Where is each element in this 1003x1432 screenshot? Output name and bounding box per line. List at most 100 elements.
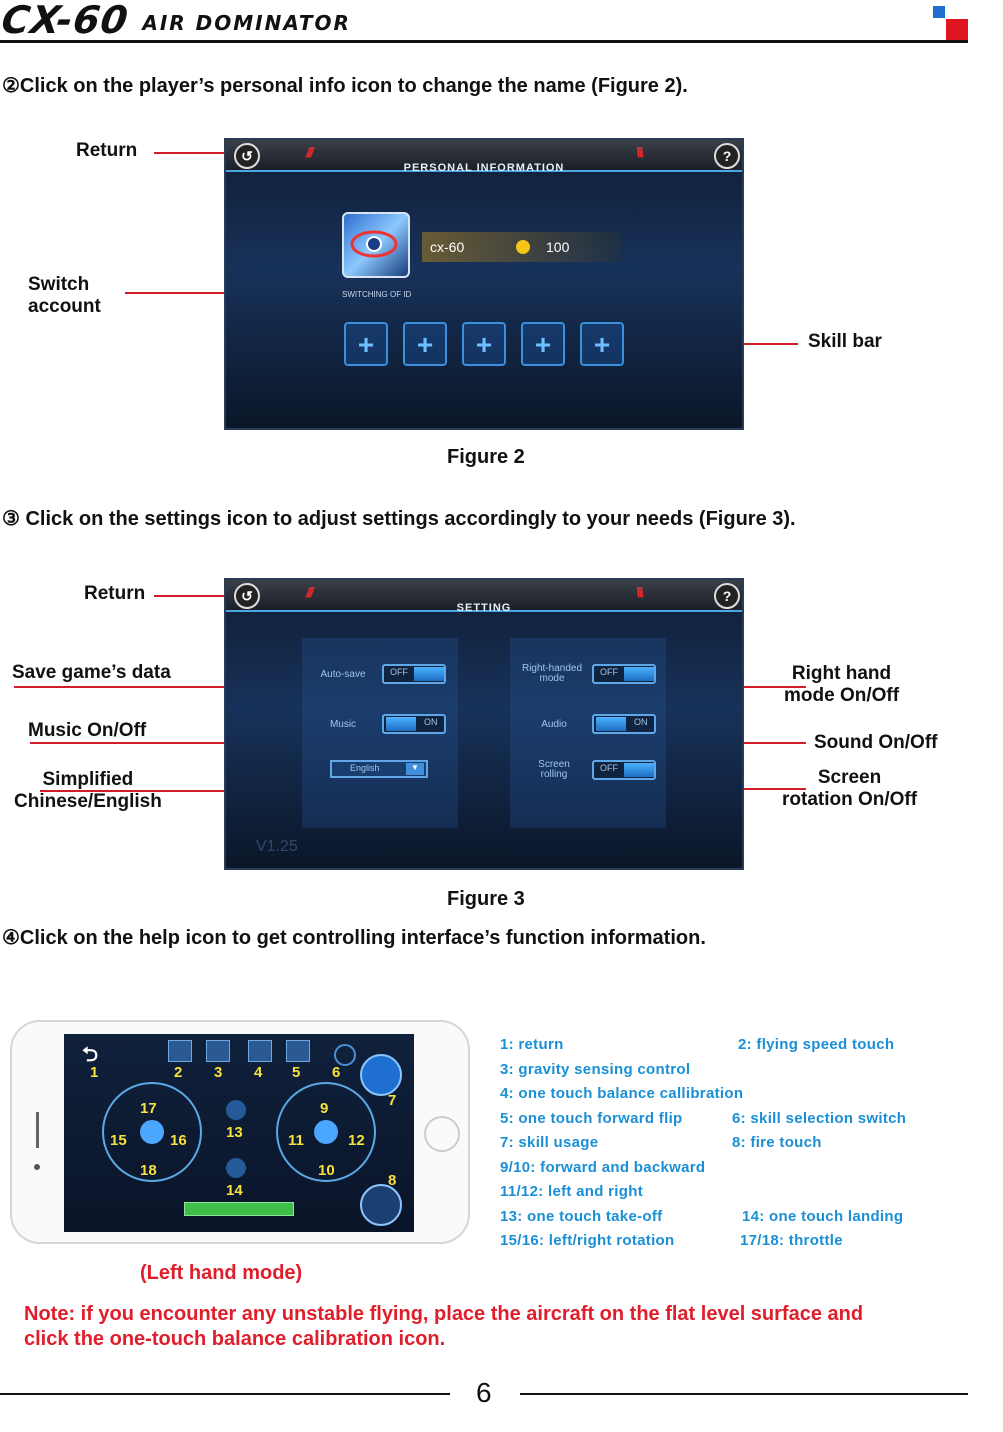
switch-account-label: Switch account (28, 274, 101, 317)
step4-instruction: ④Click on the help icon to get controlli… (2, 927, 706, 949)
screen-topbar (226, 140, 742, 172)
controller-screen: ⮌ 1 2 3 4 5 6 7 8 9 10 11 12 13 14 15 16… (64, 1034, 414, 1232)
return-label-fig3: Return (84, 583, 146, 604)
legend-item: 3: gravity sensing control (500, 1060, 691, 1078)
brand-subtitle: AIR DOMINATOR (142, 11, 351, 35)
player-info-bar: cx-60 100 (422, 232, 622, 262)
skill-slot-3[interactable]: + (462, 322, 506, 366)
slash-decoration: \\\ (636, 144, 644, 160)
legend-item: 11/12: left and right (500, 1183, 643, 1200)
marker-2: 2 (174, 1064, 183, 1081)
note-line-2: click the one-touch balance calibration … (24, 1328, 446, 1350)
help-icon[interactable]: ? (714, 143, 740, 169)
step2-instruction: ②Click on the player’s personal info ico… (2, 75, 688, 97)
slash-decoration: /// (306, 584, 314, 600)
switch-id-link[interactable]: SWITCHING OF ID (342, 290, 412, 299)
marker-3: 3 (214, 1064, 223, 1081)
page-number: 6 (476, 1377, 492, 1408)
marker-4: 4 (254, 1064, 263, 1081)
marker-1: 1 (90, 1064, 99, 1081)
save-data-label: Save game’s data (12, 662, 171, 683)
left-joystick-knob[interactable] (140, 1120, 164, 1144)
right-joystick-knob[interactable] (314, 1120, 338, 1144)
speed-icon[interactable] (168, 1040, 192, 1062)
right-hand-label: Right hand mode On/Off (784, 663, 900, 706)
skill-slot-5[interactable]: + (580, 322, 624, 366)
gravity-icon[interactable] (206, 1040, 230, 1062)
marker-18: 18 (140, 1162, 157, 1179)
legend-item: 8: fire touch (732, 1134, 822, 1151)
legend-item: 2: flying speed touch (738, 1036, 895, 1053)
legend-item: 5: one touch forward flip (500, 1109, 683, 1127)
legend-item: 6: skill selection switch (732, 1109, 907, 1127)
legend-item: 9/10: forward and backward (500, 1158, 706, 1176)
throttle-bar (184, 1202, 294, 1216)
slash-decoration: /// (306, 144, 314, 160)
marker-12: 12 (348, 1132, 365, 1149)
music-label: Music On/Off (28, 720, 147, 741)
skill-switch-icon[interactable] (334, 1044, 356, 1066)
skill-slot-2[interactable]: + (403, 322, 447, 366)
right-joystick[interactable] (276, 1082, 376, 1182)
flip-icon[interactable] (286, 1040, 310, 1062)
legend-item: 13: one touch take-off (500, 1207, 663, 1225)
legend-item: 17/18: throttle (740, 1232, 843, 1249)
marker-10: 10 (318, 1162, 335, 1179)
skill-slot-4[interactable]: + (521, 322, 565, 366)
landing-icon[interactable] (226, 1158, 246, 1178)
help-icon[interactable]: ? (714, 583, 740, 609)
music-leader (30, 742, 410, 744)
music-toggle[interactable]: ON (382, 714, 446, 734)
autosave-toggle[interactable]: OFF (382, 664, 446, 684)
brand-square-red (946, 19, 968, 40)
left-hand-mode-caption: (Left hand mode) (140, 1262, 303, 1284)
audio-toggle[interactable]: ON (592, 714, 656, 734)
legend-item: 14: one touch landing (742, 1207, 904, 1225)
back-icon[interactable]: ↺ (234, 583, 260, 609)
avatar[interactable] (342, 212, 410, 278)
return-leader-fig3 (154, 595, 232, 597)
left-joystick[interactable] (102, 1082, 202, 1182)
skill-slot-1[interactable]: + (344, 322, 388, 366)
language-leader (40, 790, 400, 792)
marker-5: 5 (292, 1064, 301, 1081)
legend-item: 4: one touch balance callibration (500, 1085, 744, 1102)
screen-rolling-toggle[interactable]: OFF (592, 760, 656, 780)
personal-info-screen: ↺ ? /// \\\ PERSONAL INFORMATION cx-60 1… (224, 138, 744, 430)
phone-home-button (424, 1116, 460, 1152)
return-icon[interactable]: ⮌ (82, 1044, 99, 1066)
return-leader-fig2 (154, 152, 232, 154)
figure2-caption: Figure 2 (447, 446, 525, 468)
back-icon[interactable]: ↺ (234, 143, 260, 169)
marker-14: 14 (226, 1182, 243, 1199)
legend-item: 15/16: left/right rotation (500, 1232, 675, 1249)
screen-topbar (226, 580, 742, 612)
sound-label: Sound On/Off (814, 732, 938, 753)
player-name[interactable]: cx-60 (430, 239, 465, 255)
takeoff-icon[interactable] (226, 1100, 246, 1120)
legend-item: 1: return (500, 1036, 564, 1053)
marker-17: 17 (140, 1100, 157, 1117)
skill-bar-label: Skill bar (808, 331, 882, 352)
screen-title: SETTING (456, 602, 512, 614)
music-setting-label: Music (329, 719, 357, 730)
settings-screen: ↺ ? /// \\\ SETTING Auto-save OFF Music … (224, 578, 744, 870)
coin-count: 100 (546, 239, 570, 255)
phone-camera (34, 1164, 40, 1170)
save-data-leader (14, 686, 402, 688)
phone-speaker (36, 1112, 39, 1148)
language-dropdown[interactable]: English ▼ (330, 760, 428, 778)
marker-13: 13 (226, 1124, 243, 1141)
skill-usage-icon[interactable] (360, 1054, 402, 1096)
right-hand-toggle[interactable]: OFF (592, 664, 656, 684)
marker-8: 8 (388, 1172, 397, 1189)
balance-icon[interactable] (248, 1040, 272, 1062)
screen-title: PERSONAL INFORMATION (403, 162, 565, 174)
footer-rule-right (520, 1393, 968, 1395)
rotation-label: Screen rotation On/Off (782, 767, 918, 810)
coin-icon (516, 240, 530, 254)
fire-icon[interactable] (360, 1184, 402, 1226)
step3-instruction: ③ Click on the settings icon to adjust s… (2, 508, 796, 530)
marker-11: 11 (288, 1132, 304, 1149)
note: Note: if you encounter any unstable flyi… (24, 1302, 863, 1352)
